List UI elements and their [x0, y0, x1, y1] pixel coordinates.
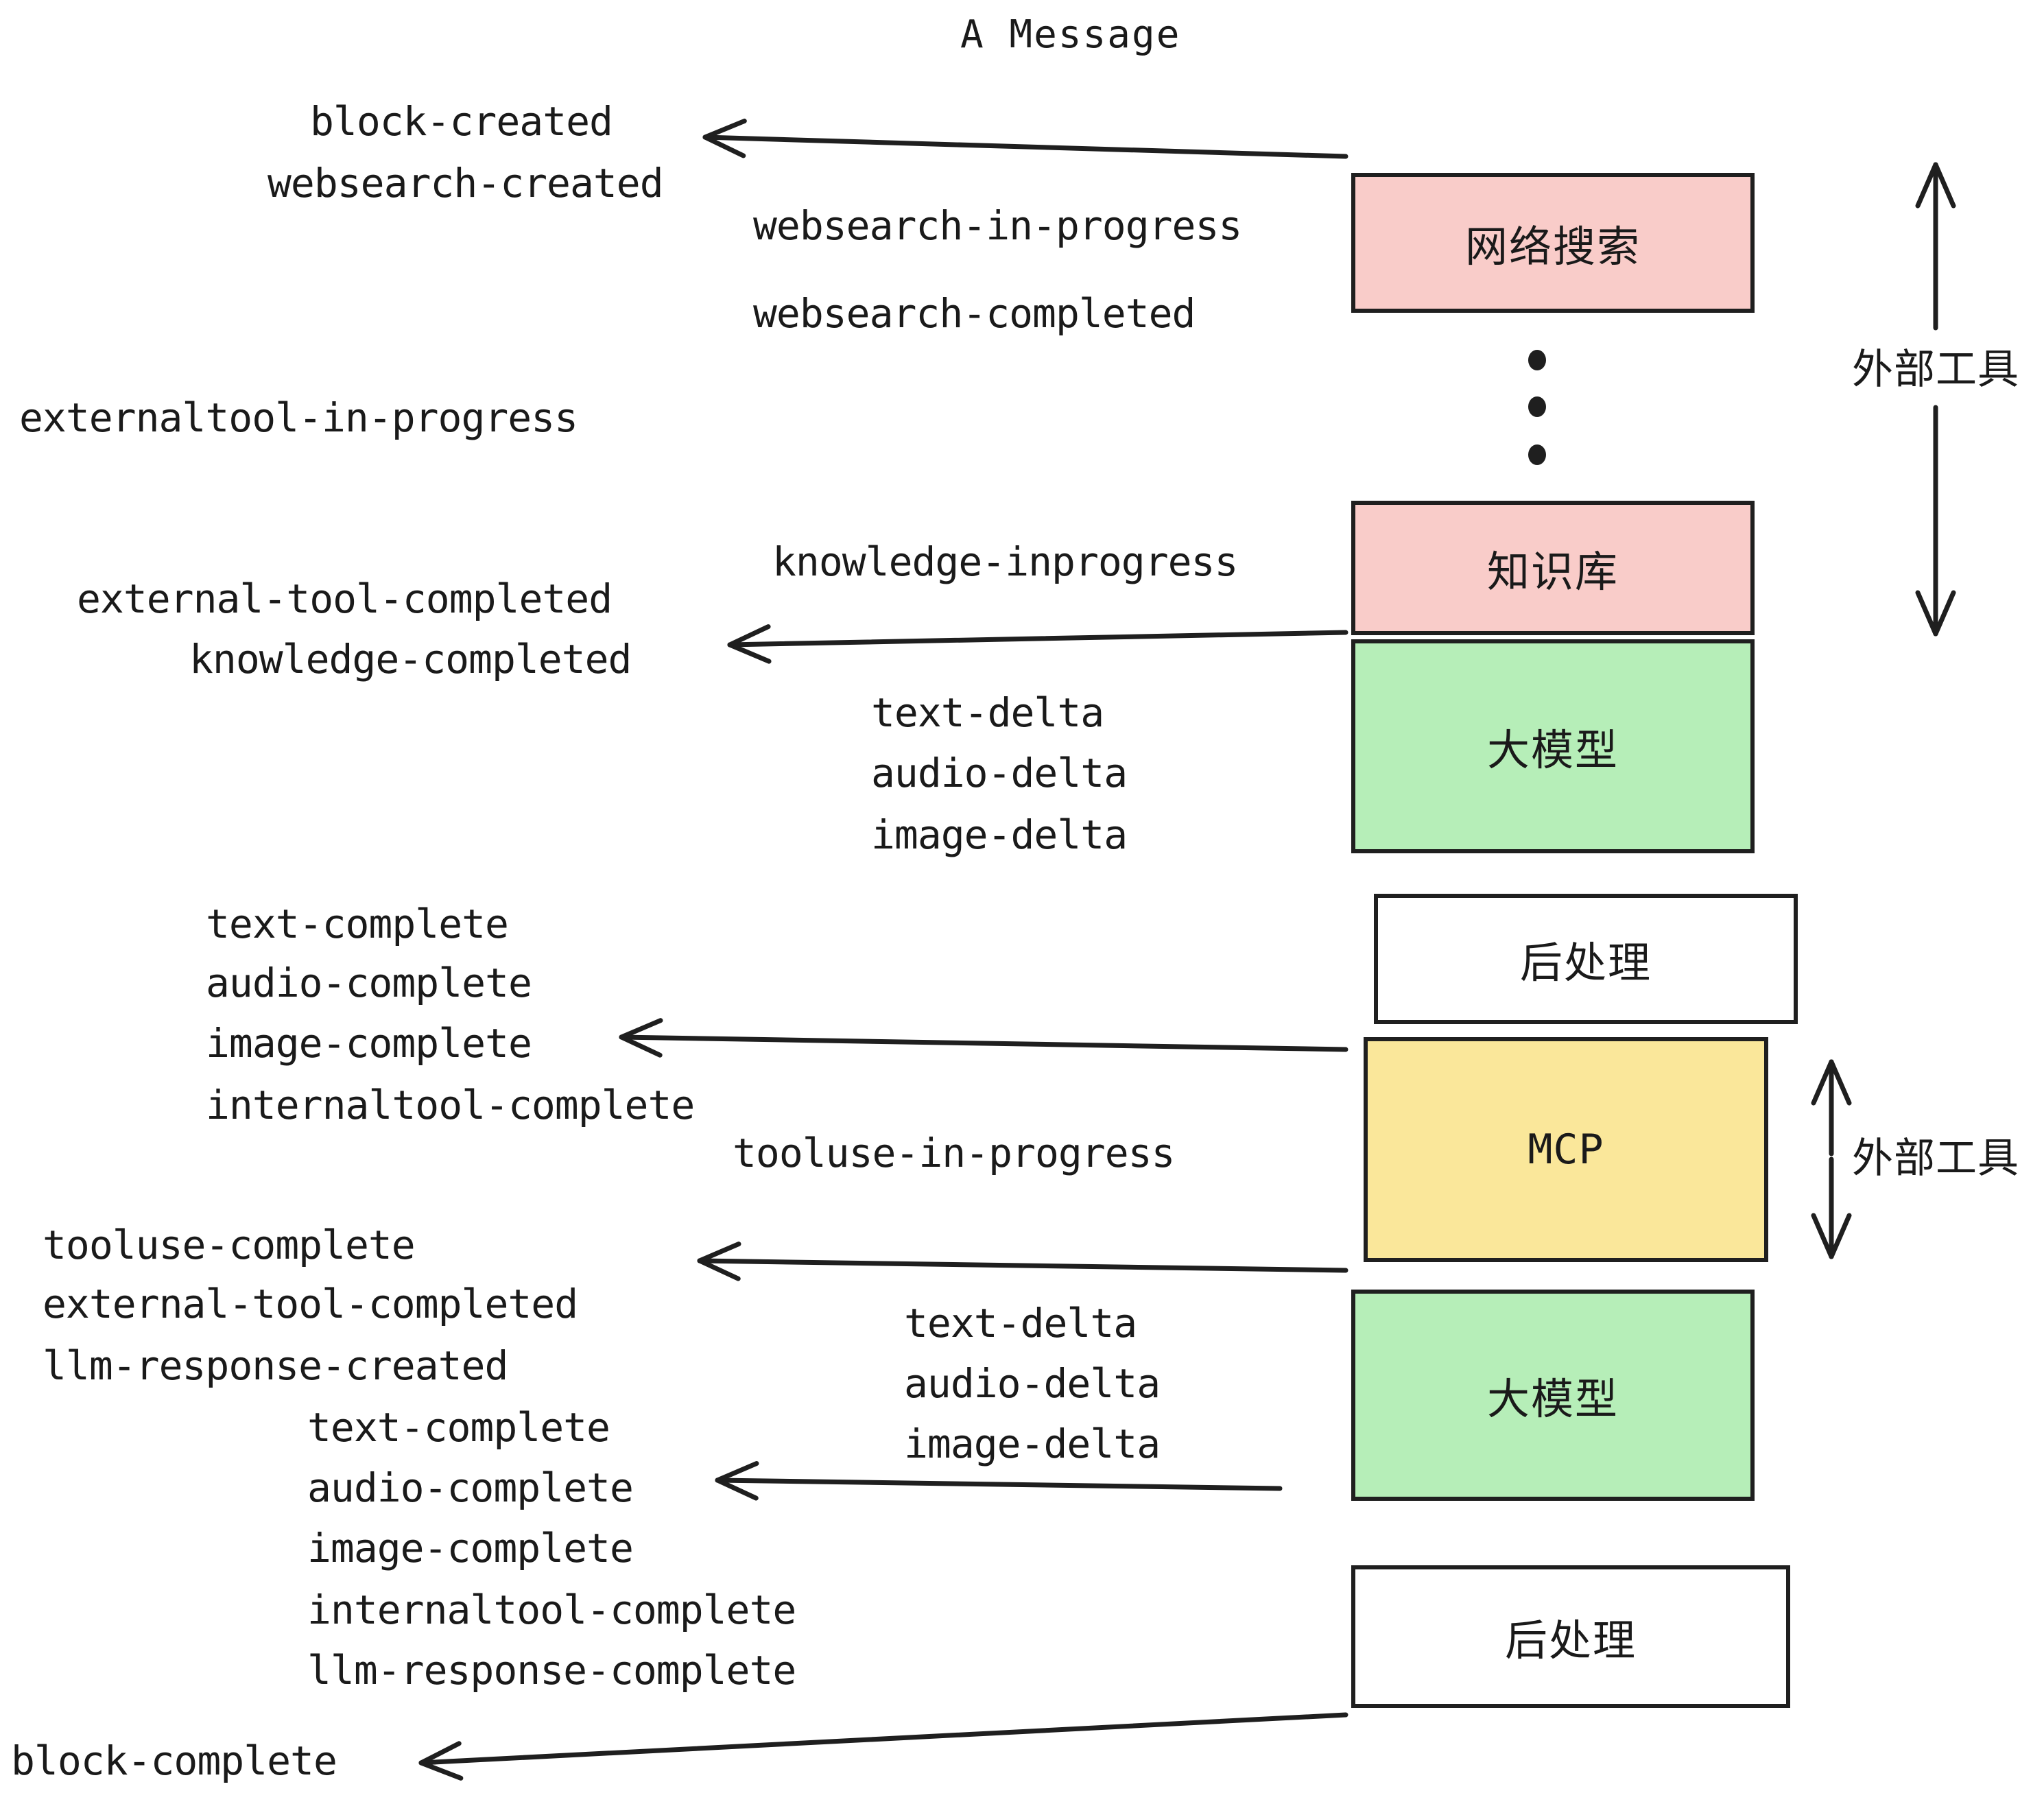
event-label-externaltool-in-progress: externaltool-in-progress: [19, 394, 578, 441]
external-tools-range-down-head-a: [1915, 590, 1938, 637]
event-label-text-complete-2: text-complete: [307, 1404, 610, 1451]
event-label-internaltool-complete-2: internaltool-complete: [307, 1587, 796, 1633]
arrow-llm1-to-image-complete-head-a: [619, 1034, 663, 1058]
arrow-mcp-to-tooluse-complete-shaft: [697, 1258, 1348, 1273]
external-tools-mcp-up: [1811, 1059, 1852, 1156]
event-label-text-complete-1: text-complete: [206, 901, 509, 947]
arrow-postprocess2-to-block-complete-shaft: [418, 1712, 1348, 1766]
event-label-external-tool-completed-1: external-tool-completed: [77, 575, 613, 622]
external-tools-range-up-head-b: [1933, 162, 1956, 209]
event-label-block-complete: block-complete: [11, 1737, 337, 1784]
arrow-knowledge-to-knowledge-completed-shaft: [727, 630, 1348, 648]
event-label-image-complete-1: image-complete: [206, 1020, 532, 1067]
arrow-mcp-to-tooluse-complete-head-b: [697, 1242, 741, 1263]
arrow-llm2-to-audio-complete-shaft: [715, 1477, 1283, 1491]
arrow-knowledge-to-knowledge-completed: [727, 624, 1348, 664]
event-label-knowledge-completed: knowledge-completed: [189, 636, 632, 683]
node-llm-2: 大模型: [1351, 1290, 1755, 1501]
arrow-mcp-to-tooluse-complete-head-a: [697, 1258, 741, 1281]
event-label-block-created: block-created: [310, 98, 613, 145]
external-tools-mcp-up-head-b: [1829, 1059, 1852, 1106]
node-mcp: MCP: [1364, 1037, 1768, 1262]
external-tools-mcp-down-head-a: [1811, 1213, 1834, 1259]
event-label-text-delta-2: text-delta: [904, 1300, 1137, 1346]
node-postprocess-2: 后处理: [1351, 1565, 1790, 1708]
ellipsis-dot-icon: [1528, 350, 1546, 370]
arrow-websearch-to-block-created-head-b: [702, 118, 747, 140]
ellipsis-dot-icon: [1528, 396, 1546, 417]
arrow-llm1-to-image-complete-shaft: [619, 1034, 1348, 1052]
arrow-knowledge-to-knowledge-completed-head-a: [727, 642, 772, 664]
arrow-llm1-to-image-complete-head-b: [619, 1018, 663, 1040]
external-tools-mcp-up-head-a: [1811, 1059, 1834, 1106]
node-postprocess-1: 后处理: [1374, 894, 1798, 1024]
node-knowledge: 知识库: [1351, 501, 1755, 635]
event-label-image-delta-2: image-delta: [904, 1421, 1161, 1467]
arrow-llm1-to-image-complete: [619, 1018, 1348, 1058]
arrow-websearch-to-block-created: [702, 118, 1348, 159]
external-tools-range-down: [1915, 405, 1956, 637]
event-label-audio-complete-2: audio-complete: [307, 1464, 634, 1511]
arrow-knowledge-to-knowledge-completed-head-b: [727, 624, 771, 648]
arrow-websearch-to-block-created-head-a: [702, 134, 746, 158]
event-label-image-complete-2: image-complete: [307, 1525, 634, 1571]
ellipsis-dot-icon: [1528, 444, 1546, 465]
arrow-websearch-to-block-created-shaft: [702, 134, 1348, 159]
node-websearch: 网络搜索: [1351, 173, 1755, 313]
event-label-internaltool-complete-1: internaltool-complete: [206, 1082, 695, 1128]
external-tools-mcp-down: [1811, 1156, 1852, 1259]
event-label-text-delta-1: text-delta: [871, 689, 1104, 736]
event-label-external-tool-completed-2: external-tool-completed: [43, 1281, 578, 1327]
arrow-mcp-to-tooluse-complete: [697, 1242, 1348, 1281]
event-label-websearch-completed: websearch-completed: [753, 290, 1196, 337]
event-label-audio-delta-1: audio-delta: [871, 750, 1128, 796]
event-label-websearch-created: websearch-created: [268, 160, 664, 206]
node-llm-1: 大模型: [1351, 639, 1755, 853]
event-label-audio-complete-1: audio-complete: [206, 960, 532, 1006]
external-tools-mcp-down-head-b: [1829, 1213, 1852, 1259]
external-tools-range-down-head-b: [1933, 590, 1956, 637]
side-label-external-tools-top: 外部工具: [1852, 346, 2019, 394]
arrow-llm2-to-audio-complete-head-b: [715, 1461, 759, 1483]
external-tools-range-up: [1915, 162, 1956, 331]
external-tools-range-up-head-a: [1915, 162, 1938, 209]
event-label-tooluse-in-progress: tooluse-in-progress: [733, 1130, 1175, 1176]
arrow-llm2-to-audio-complete-head-a: [715, 1477, 759, 1501]
arrow-postprocess2-to-block-complete-head-a: [418, 1760, 464, 1781]
arrow-postprocess2-to-block-complete: [418, 1712, 1348, 1781]
page-title: A Message: [960, 12, 1181, 57]
event-label-tooluse-complete: tooluse-complete: [43, 1222, 416, 1268]
event-label-llm-response-complete: llm-response-complete: [307, 1647, 796, 1694]
event-label-knowledge-inprogress: knowledge-inprogress: [772, 538, 1238, 585]
arrow-llm2-to-audio-complete: [715, 1461, 1283, 1501]
event-label-llm-response-created: llm-response-created: [43, 1342, 508, 1389]
arrow-postprocess2-to-block-complete-head-b: [418, 1741, 462, 1766]
event-label-websearch-in-progress: websearch-in-progress: [753, 202, 1242, 249]
event-label-audio-delta-2: audio-delta: [904, 1360, 1161, 1407]
side-label-external-tools-bottom: 外部工具: [1852, 1135, 2019, 1183]
event-label-image-delta-1: image-delta: [871, 811, 1128, 858]
